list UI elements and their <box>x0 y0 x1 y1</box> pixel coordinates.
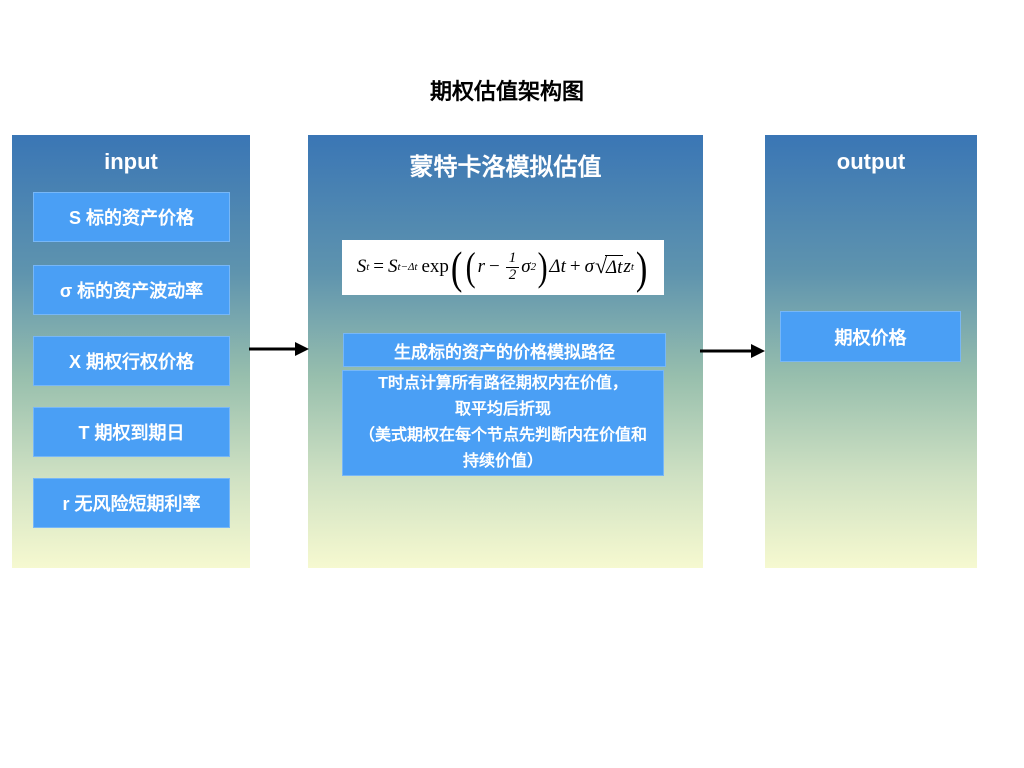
output-panel-header: output <box>836 149 906 174</box>
formula-rparen-outer: ) <box>635 241 648 293</box>
formula-minus: − <box>489 256 500 278</box>
formula-exp: exp <box>421 256 449 278</box>
formula-lhs-sub: t <box>366 261 370 274</box>
input-panel: input S 标的资产价格 σ 标的资产波动率 X 期权行权价格 T 期权到期… <box>12 135 250 568</box>
step-line-3: （美式期权在每个节点先判断内在价值和 <box>358 427 647 444</box>
step-line-2: 取平均后折现 <box>454 401 551 418</box>
page-title: 期权估值架构图 <box>429 79 584 104</box>
process-step-payoff-discount: T时点计算所有路径期权内在价值， 取平均后折现 （美式期权在每个节点先判断内在价… <box>342 370 664 476</box>
sqrt-radicand: Δt <box>605 255 624 279</box>
formula-delta-t: Δt <box>549 256 566 278</box>
formula-rparen-inner: ) <box>537 244 548 290</box>
arrow-input-to-process-icon <box>249 342 309 356</box>
formula-sqrt: √ Δt <box>595 255 624 279</box>
input-box-maturity: T 期权到期日 <box>33 407 230 457</box>
input-box-strike-price: X 期权行权价格 <box>33 336 230 386</box>
formula-rhs-sub: t−Δt <box>397 261 418 274</box>
input-box-underlying-price: S 标的资产价格 <box>33 192 230 242</box>
formula-equals: = <box>373 256 384 278</box>
process-step-generate-paths: 生成标的资产的价格模拟路径 <box>343 333 666 367</box>
input-box-volatility: σ 标的资产波动率 <box>33 265 230 315</box>
formula-lhs: S <box>356 256 367 278</box>
step-line-1: T时点计算所有路径期权内在价值， <box>378 375 628 392</box>
formula-fraction: 1 2 <box>505 250 520 284</box>
formula-frac-den: 2 <box>505 266 520 284</box>
process-panel-header: 蒙特卡洛模拟估值 <box>409 154 602 181</box>
formula-lparen-outer: ( <box>450 241 463 293</box>
formula-sigma2: σ <box>584 256 594 278</box>
output-panel: output 期权价格 <box>765 135 977 568</box>
input-box-riskfree-rate: r 无风险短期利率 <box>33 478 230 528</box>
formula-sigma: σ <box>521 256 531 278</box>
formula-sigma-exp: 2 <box>530 261 537 274</box>
input-panel-header: input <box>104 149 158 174</box>
formula-z-sub: t <box>630 261 634 274</box>
formula-r: r <box>477 256 485 278</box>
output-box-option-price: 期权价格 <box>780 311 961 362</box>
formula-rhs: S <box>388 256 398 278</box>
formula-frac-num: 1 <box>508 250 517 267</box>
step-line-4: 持续价值） <box>462 453 543 470</box>
formula-z: z <box>623 256 631 278</box>
formula-lparen-inner: ( <box>465 244 476 290</box>
formula-plus: + <box>569 256 581 278</box>
sqrt-radical-glyph: √ <box>594 253 608 279</box>
arrow-process-to-output-icon <box>700 344 765 358</box>
